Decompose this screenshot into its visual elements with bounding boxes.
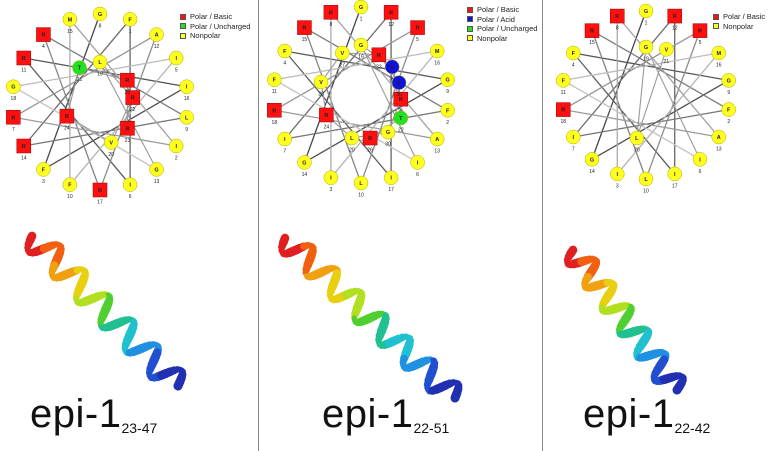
helix-ribbon [259, 0, 542, 451]
title-main: epi-1 [322, 392, 413, 436]
title-subscript: 23-47 [121, 420, 157, 436]
ribbon-segment [677, 386, 679, 390]
title-subscript: 22-51 [413, 420, 449, 436]
title-main: epi-1 [583, 392, 674, 436]
ribbon-segments [27, 236, 182, 386]
ribbon-segment [455, 393, 457, 398]
panel-epi-1-22-51: G1R12R5M16G9F2A13I6I17L10I3G14I7R18F11F4… [259, 0, 542, 451]
title-subscript: 22-42 [674, 420, 710, 436]
ribbon-segment [178, 382, 180, 386]
helix-ribbon [0, 0, 258, 451]
panel-title: epi-123-47 [30, 392, 157, 437]
helix-ribbon [543, 0, 778, 451]
panel-epi-1-23-47: G8F1A12I5I16L9I2G13I6R17F10F3R14R7G18R11… [0, 0, 258, 451]
panel-epi-1-22-42: G1R12R5M16G9F2A13I6I17L10I3G14I7R18F11F4… [543, 0, 778, 451]
ribbon-segments [567, 250, 684, 390]
ribbon-segments [281, 238, 458, 398]
panel-title: epi-122-51 [322, 392, 449, 437]
title-main: epi-1 [30, 392, 121, 436]
panel-title: epi-122-42 [583, 392, 710, 437]
